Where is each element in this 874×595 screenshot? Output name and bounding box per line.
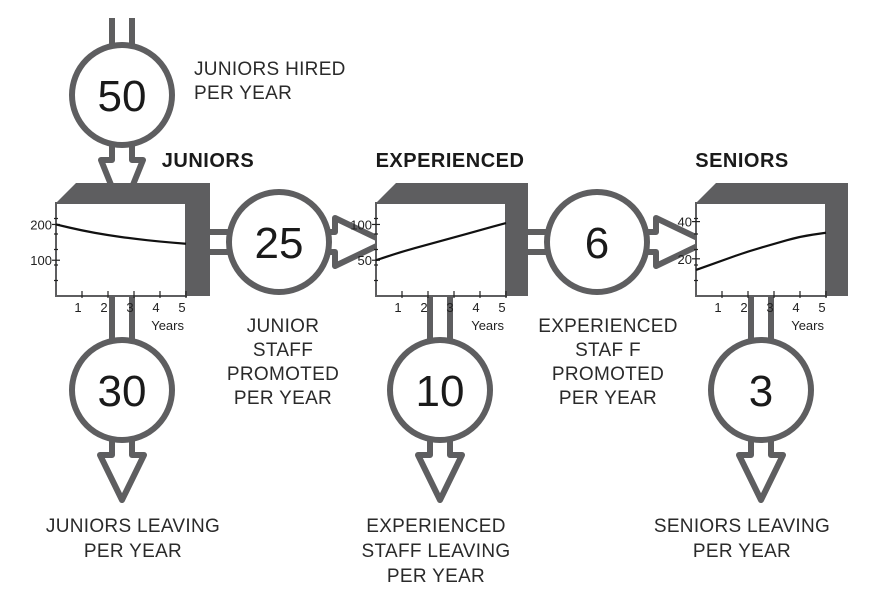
x-tick-label: 3 (766, 300, 773, 315)
x-tick-label: 2 (740, 300, 747, 315)
seniors-heading: SENIORS (695, 150, 789, 172)
x-tick-label: 4 (792, 300, 799, 315)
experienced-leaving-label-line-3: PER YEAR (387, 566, 485, 587)
seniors-leaving-outflow (708, 277, 814, 503)
experienced-promotion-valve (544, 189, 650, 295)
experienced-heading: EXPERIENCED (376, 150, 525, 172)
juniors-stock-box (55, 183, 210, 297)
seniors-leaving-value: 3 (749, 367, 773, 416)
junior-promoted-label-line-3: PROMOTED (227, 364, 339, 385)
juniors-heading: JUNIORS (162, 150, 254, 172)
y-tick-label: 200 (30, 217, 52, 232)
x-tick-label: 5 (498, 300, 505, 315)
x-tick-label: 5 (178, 300, 185, 315)
hiring-valve (69, 42, 175, 148)
x-tick-label: 2 (420, 300, 427, 315)
x-tick-label: 5 (818, 300, 825, 315)
experienced-stock-box (375, 183, 528, 297)
junior-promotion-flow (187, 189, 388, 295)
y-tick-label: 50 (358, 253, 372, 268)
experienced-leaving-label-line-1: EXPERIENCED (366, 516, 506, 537)
x-tick-label: 4 (472, 300, 479, 315)
junior-promoted-label-line-4: PER YEAR (234, 388, 332, 409)
x-tick-label: 1 (74, 300, 81, 315)
juniors-leaving-label-line-2: PER YEAR (84, 541, 182, 562)
hiring-inflow (69, 18, 175, 215)
experienced-promoted-label-line-2: STAF F (575, 340, 641, 361)
x-tick-label: 3 (126, 300, 133, 315)
series-line (55, 223, 187, 245)
seniors-leaving-label-line-1: SENIORS LEAVING (654, 516, 830, 537)
series-line (375, 221, 507, 262)
junior-promoted-value: 25 (255, 219, 304, 268)
junior-promoted-label-line-2: STAFF (253, 340, 313, 361)
x-tick-label: 3 (446, 300, 453, 315)
experienced-promoted-value: 6 (585, 219, 609, 268)
y-tick-label: 100 (350, 217, 372, 232)
hired-label-line-2: PER YEAR (194, 83, 292, 104)
juniors-leaving-outflow (69, 277, 175, 503)
y-tick-label: 40 (678, 215, 692, 230)
juniors-leaving-valve (69, 337, 175, 443)
x-tick-label: 2 (100, 300, 107, 315)
seniors-stock-box (695, 183, 848, 297)
experienced-promotion-flow (502, 189, 709, 295)
experienced-promoted-label-line-4: PER YEAR (559, 388, 657, 409)
x-axis-label: Years (151, 318, 184, 333)
junior-promoted-label-line-1: JUNIOR (247, 316, 320, 337)
y-tick-label: 20 (678, 252, 692, 267)
x-axis-label: Years (791, 318, 824, 333)
seniors-leaving-valve (708, 337, 814, 443)
experienced-leaving-label-line-2: STAFF LEAVING (362, 541, 511, 562)
experienced-leaving-value: 10 (416, 367, 465, 416)
x-tick-label: 4 (152, 300, 159, 315)
x-axis-label: Years (471, 318, 504, 333)
experienced-promoted-label-line-1: EXPERIENCED (538, 316, 678, 337)
seniors-leaving-label-line-2: PER YEAR (693, 541, 791, 562)
y-tick-label: 100 (30, 253, 52, 268)
series-line (695, 231, 827, 271)
x-tick-label: 1 (394, 300, 401, 315)
experienced-leaving-valve (387, 337, 493, 443)
hired-value: 50 (98, 72, 147, 121)
juniors-leaving-label-line-1: JUNIORS LEAVING (46, 516, 220, 537)
juniors-leaving-value: 30 (98, 367, 147, 416)
hired-label-line-1: JUNIORS HIRED (194, 59, 346, 80)
x-tick-label: 1 (714, 300, 721, 315)
experienced-leaving-outflow (387, 277, 493, 503)
experienced-promoted-label-line-3: PROMOTED (552, 364, 664, 385)
junior-promotion-valve (226, 189, 332, 295)
